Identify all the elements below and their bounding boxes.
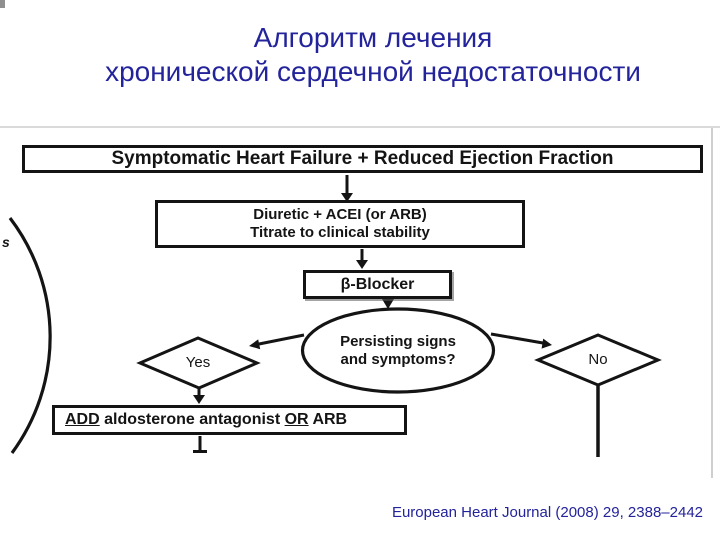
- yes-diamond-shape: [136, 336, 261, 390]
- slide-title-line2: хронической сердечной недостаточности: [105, 56, 641, 87]
- partial-circle-arc: [8, 217, 52, 454]
- node-diuretic-line1: Diuretic + ACEI (or ARB): [253, 206, 427, 223]
- arrow-yes-to-add: [193, 389, 205, 404]
- arrow-diuretic-to-beta-blocker: [356, 249, 368, 269]
- node-diuretic-line2: Titrate to clinical stability: [250, 224, 430, 241]
- arrowhead-icon: [341, 193, 353, 202]
- arrowhead-icon: [356, 260, 368, 269]
- node-symptomatic-heart-failure: Symptomatic Heart Failure + Reduced Ejec…: [22, 145, 703, 173]
- node-symptomatic-label: Symptomatic Heart Failure + Reduced Ejec…: [111, 148, 614, 169]
- node-persisting-line1: Persisting signs: [340, 332, 456, 350]
- line-add-to-offscreen: [193, 436, 207, 453]
- node-add-part2: aldosterone antagonist: [99, 411, 285, 428]
- right-edge-line: [711, 128, 713, 478]
- arrow-persisting-to-no: [490, 332, 552, 349]
- slide-title-line1: Алгоритм лечения: [253, 22, 493, 53]
- arrowhead-icon: [541, 338, 552, 349]
- node-add-part4: ARB: [308, 411, 348, 428]
- arrow-beta-blocker-to-persisting: [382, 299, 394, 309]
- arrow-start-to-diuretic: [341, 175, 353, 202]
- slide-title: Алгоритм лечения хронической сердечной н…: [26, 21, 720, 89]
- node-diuretic-acei: Diuretic + ACEI (or ARB) Titrate to clin…: [155, 200, 525, 248]
- arrow-persisting-to-yes: [249, 333, 305, 350]
- citation-text: European Heart Journal (2008) 29, 2388–2…: [391, 504, 703, 521]
- node-yes-label: Yes: [185, 354, 211, 371]
- arrowhead-icon: [249, 339, 261, 350]
- node-add-part3: OR: [284, 411, 309, 428]
- arrowhead-icon: [382, 299, 394, 309]
- node-beta-blocker: β-Blocker: [303, 270, 452, 299]
- arrowhead-icon: [193, 395, 205, 404]
- node-beta-blocker-label: β-Blocker: [340, 276, 415, 293]
- no-diamond-shape: [534, 333, 662, 387]
- corner-artifact: [0, 0, 5, 8]
- title-divider: [0, 126, 720, 128]
- node-persisting-signs: Persisting signs and symptoms?: [301, 309, 495, 392]
- node-add-aldosterone: ADD aldosterone antagonist OR ARB: [52, 405, 407, 435]
- persisting-ellipse-shape: [300, 307, 496, 394]
- node-no-label: No: [588, 351, 608, 368]
- node-persisting-line2: and symptoms?: [340, 350, 456, 368]
- node-add-part1: ADD: [65, 411, 100, 428]
- partial-circle-text-fragment: s: [2, 234, 10, 250]
